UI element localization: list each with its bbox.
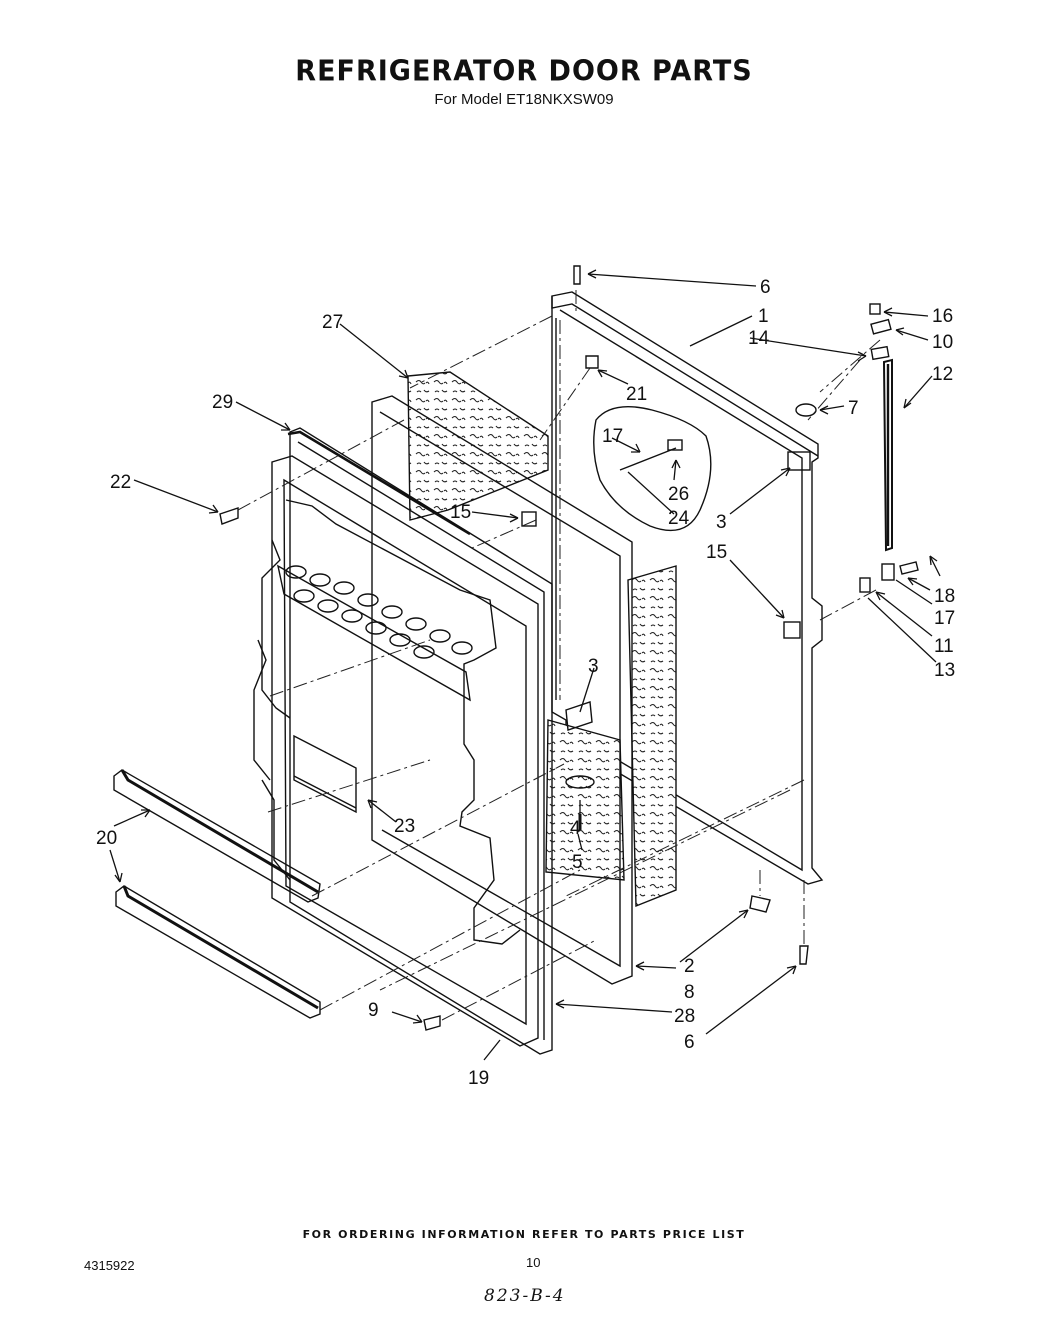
callout-27: 27 xyxy=(322,312,343,333)
callout-12: 12 xyxy=(932,364,953,385)
screw-6-top xyxy=(573,265,581,285)
callout-26: 26 xyxy=(668,484,689,505)
inner-door-liner-19 xyxy=(271,455,539,1047)
hinge-pin-rod-12 xyxy=(882,358,893,552)
callout-labels: 6 1 16 14 10 12 7 27 29 22 21 17 26 24 1… xyxy=(96,277,955,1089)
callout-17-detail: 17 xyxy=(602,426,623,447)
callout-28: 28 xyxy=(674,1006,695,1027)
cam-17 xyxy=(881,563,895,581)
bracket-11 xyxy=(859,577,871,593)
callout-3-center: 3 xyxy=(588,656,599,677)
stop-15 xyxy=(783,621,801,639)
callout-5: 5 xyxy=(572,852,583,873)
page-number: 10 xyxy=(526,1255,541,1270)
document-number: 4315922 xyxy=(84,1258,135,1273)
ordering-note: FOR ORDERING INFORMATION REFER TO PARTS … xyxy=(302,1228,746,1241)
callout-6-top: 6 xyxy=(760,277,771,298)
leader-arrows xyxy=(109,269,941,1061)
hinge-bracket-10 xyxy=(870,318,892,335)
hinge-screw-16 xyxy=(869,303,881,315)
callout-7: 7 xyxy=(848,398,859,419)
dairy-door-23 xyxy=(293,734,357,814)
screw-9 xyxy=(423,1015,441,1031)
cutaway-detail xyxy=(593,406,712,532)
plug-21 xyxy=(585,355,599,369)
callout-19: 19 xyxy=(468,1068,489,1089)
stop-bracket-3 xyxy=(787,451,811,471)
breaker-strip-8 xyxy=(371,395,633,985)
insulation-strip-27 xyxy=(407,371,549,521)
callout-23: 23 xyxy=(394,816,415,837)
alignment-lines xyxy=(237,290,881,1021)
clip-15-left xyxy=(521,511,537,527)
callout-18: 18 xyxy=(934,586,955,607)
callout-15-left: 15 xyxy=(450,502,471,523)
callout-2: 2 xyxy=(684,956,695,977)
screw-6-bottom xyxy=(799,945,809,965)
callout-9: 9 xyxy=(368,1000,379,1021)
page-title: REFRIGERATOR DOOR PARTS xyxy=(295,55,753,88)
callout-13: 13 xyxy=(934,660,955,681)
grommet-7 xyxy=(795,403,817,417)
callout-24: 24 xyxy=(668,508,690,529)
callout-29: 29 xyxy=(212,392,233,413)
callout-1: 1 xyxy=(758,306,769,327)
insulation-strip-right xyxy=(627,565,677,908)
leveler-2 xyxy=(749,895,771,913)
callout-14: 14 xyxy=(748,328,770,349)
callout-22: 22 xyxy=(110,472,131,493)
callout-15-right: 15 xyxy=(706,542,727,563)
callout-21: 21 xyxy=(626,384,647,405)
callout-16: 16 xyxy=(932,306,953,327)
callout-3-right: 3 xyxy=(716,512,727,533)
door-parts-linework xyxy=(113,265,919,1055)
callout-8: 8 xyxy=(684,982,695,1003)
callout-11: 11 xyxy=(934,636,954,657)
hinge-plate-14 xyxy=(870,345,890,361)
handwritten-note: 823-B-4 xyxy=(484,1286,566,1306)
callout-10: 10 xyxy=(932,332,953,353)
callout-4: 4 xyxy=(570,818,581,839)
door-gasket-28 xyxy=(289,427,553,1055)
callout-17: 17 xyxy=(934,608,955,629)
egg-tray xyxy=(276,564,473,702)
model-subtitle: For Model ET18NKXSW09 xyxy=(434,91,614,108)
callout-20: 20 xyxy=(96,828,117,849)
screw-18 xyxy=(899,561,919,575)
screw-22 xyxy=(219,507,239,525)
callout-6-bottom: 6 xyxy=(684,1032,695,1053)
